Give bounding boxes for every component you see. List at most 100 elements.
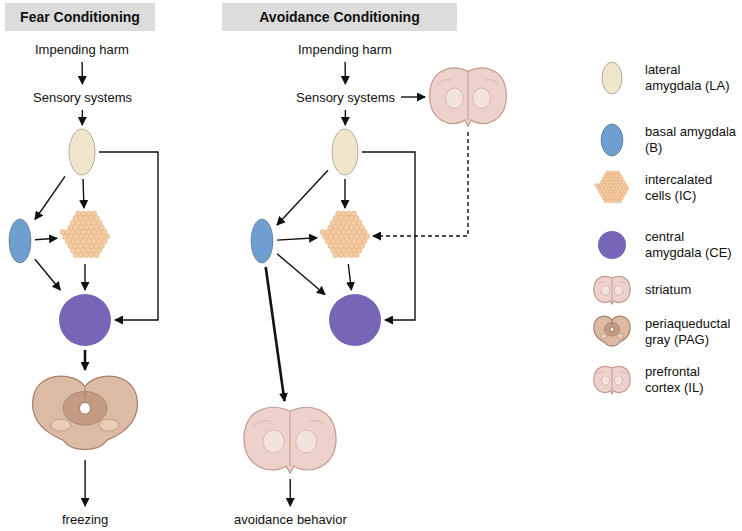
cell-dot [344,243,349,248]
cell-dot [336,248,341,253]
connector-arrow [81,110,83,125]
connector-arrow [81,62,83,84]
cell-dot [609,177,612,180]
brainstem-outline [33,376,138,450]
cell-dot [615,193,618,196]
cell-dot [349,216,354,221]
connector-arrow [84,350,87,370]
behavior-label: freezing [59,509,111,529]
legend-text: striatum [645,282,737,298]
node-text: freezing [62,512,108,527]
cell-dot [615,180,618,183]
cell-dot [328,243,333,248]
cell-dot [608,174,611,177]
cell-dot [615,199,618,202]
circle-fill [598,231,626,259]
prefrontal-cortex [428,65,508,129]
circle-fill [329,294,381,346]
cell-dot [78,216,83,221]
connector-arrow [277,170,328,225]
cell-dot [346,248,351,253]
cell-dot [78,234,83,239]
oval-shape [331,128,359,176]
cell-dot [341,220,346,225]
cell-dot [89,243,94,248]
cell-dot [615,174,618,177]
connector-arrow [348,264,351,290]
cell-dot [620,177,623,180]
cell-dot [616,184,619,187]
midline [85,388,86,398]
cell-dot [84,234,89,239]
cell-dot [600,193,603,196]
cell-dot [94,253,99,258]
legend-icon [595,171,629,205]
cell-dot [81,220,86,225]
brain-outline [594,366,630,393]
cell-dot [328,225,333,230]
cell-dot [357,230,362,235]
inner-region [601,376,609,386]
cell-dot [76,220,81,225]
oval-fill [251,219,273,263]
stage-label: Sensory systems [30,87,135,107]
connector-arrow [344,62,346,84]
cell-dot [599,190,602,193]
section-header: Avoidance Conditioning [222,3,457,31]
connector-arrow [373,132,468,236]
cell-dot [338,216,343,221]
connector-arrow [84,264,85,290]
oval-fill [332,129,358,175]
ic-shape [595,171,629,205]
inner-region [614,376,622,386]
connector-arrow [84,460,85,506]
cell-dot [349,243,354,248]
cell-dot [611,193,614,196]
legend-text: prefrontal cortex (IL) [645,364,737,396]
cell-dot [338,225,343,230]
cell-dot [346,239,351,244]
connector-arrow [277,254,325,295]
cell-dot [622,193,625,196]
cell-dot [73,253,78,258]
aqueduct [610,327,614,332]
cell-dot [331,230,336,235]
cell-dot [92,220,97,225]
cell-dot [611,180,614,183]
cell-dot [84,253,89,258]
cell-dot [359,234,364,239]
cell-dot [608,180,611,183]
connector-arrow [290,479,291,506]
cell-dot [620,184,623,187]
cell-dot [341,239,346,244]
inner-region [601,286,609,296]
cell-dot [595,184,598,187]
cell-dot [606,190,609,193]
inner-region [446,88,464,108]
cell-dot [618,199,621,202]
inner-region [263,430,284,453]
connector-arrow [99,152,158,320]
cell-dot [604,180,607,183]
cell-dot [349,253,354,258]
behavior-label: avoidance behavior [231,509,350,529]
cell-dot [89,234,94,239]
cell-dot [336,211,341,216]
inner-region [296,430,317,453]
connector-arrow [345,110,347,125]
cell-dot [354,234,359,239]
cell-dot [331,248,336,253]
cell-dot [622,180,625,183]
oval-shape [8,218,32,264]
sulcus-line [598,372,627,374]
cell-dot [333,216,338,221]
cell-dot [94,225,99,230]
cell-dot [78,253,83,258]
cell-dot [616,171,619,174]
brain-outline [594,276,630,303]
oval-fill [601,124,623,156]
brain-outline [430,68,507,126]
circle-shape [328,293,382,347]
